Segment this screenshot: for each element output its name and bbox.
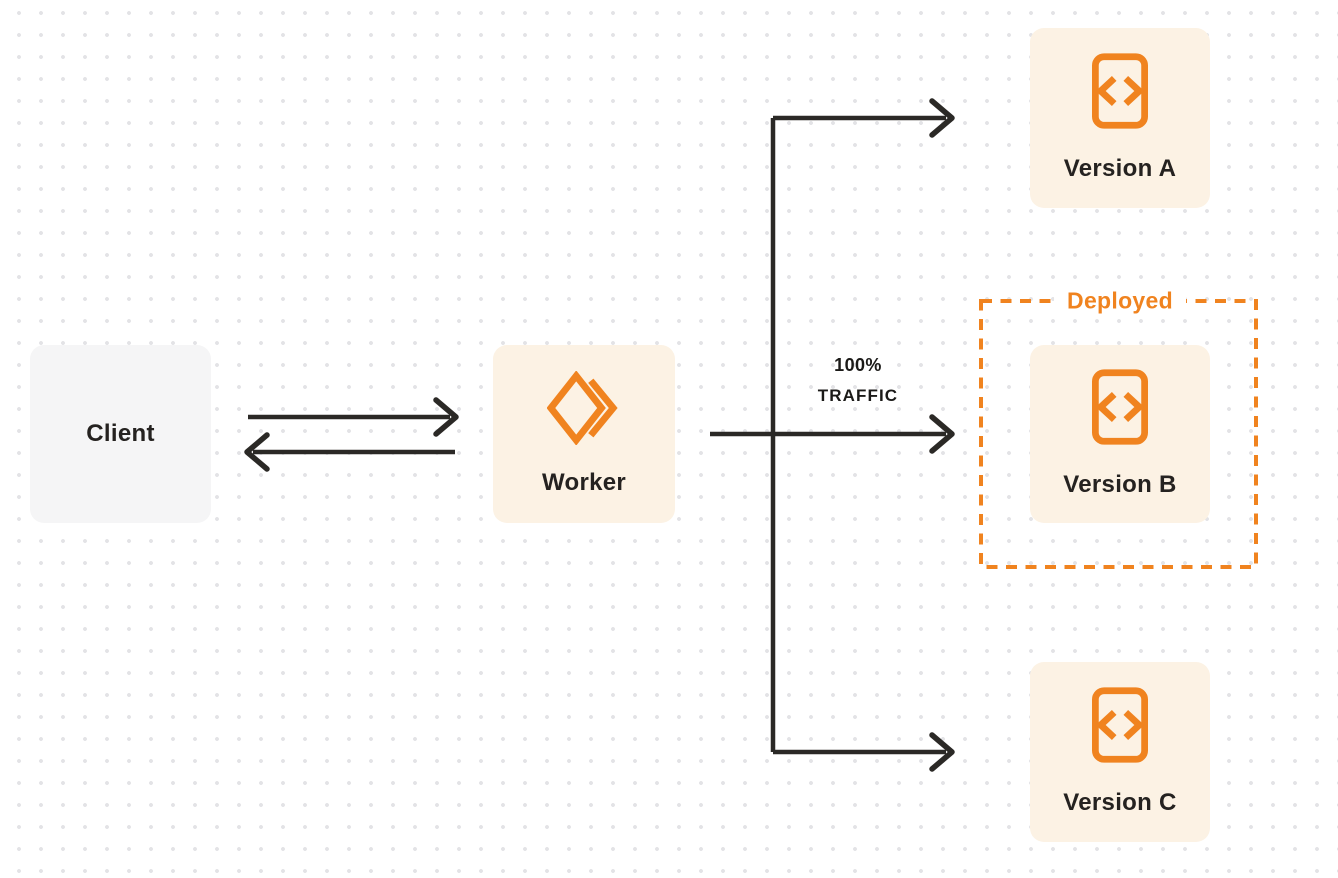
client-label: Client bbox=[86, 420, 155, 447]
workers-logo-icon bbox=[547, 371, 618, 445]
traffic-word-label: TRAFFIC bbox=[817, 386, 899, 405]
code-file-icon bbox=[1092, 53, 1148, 129]
worker-label: Worker bbox=[541, 469, 627, 496]
client-node: Client bbox=[30, 345, 211, 523]
version-c-label: Version C bbox=[1063, 789, 1177, 816]
version-c-node: Version C bbox=[1030, 662, 1210, 842]
code-file-icon bbox=[1092, 687, 1148, 763]
arrowhead-left-icon bbox=[244, 432, 270, 472]
version-a-node: Version A bbox=[1030, 28, 1210, 208]
deployed-group-label: Deployed bbox=[1054, 287, 1186, 315]
version-b-label: Version B bbox=[1063, 471, 1177, 498]
arrowhead-version-c-icon bbox=[929, 732, 955, 772]
worker-node: Worker bbox=[493, 345, 675, 523]
arrowhead-version-a-icon bbox=[929, 98, 955, 138]
traffic-annotation: 100% TRAFFIC bbox=[783, 350, 933, 412]
code-file-icon bbox=[1092, 369, 1148, 445]
version-b-node: Version B bbox=[1030, 345, 1210, 523]
version-a-label: Version A bbox=[1063, 155, 1177, 182]
arrowhead-version-b-icon bbox=[929, 414, 955, 454]
traffic-percent-label: 100% bbox=[834, 355, 882, 375]
arrowhead-right-icon bbox=[433, 397, 459, 437]
